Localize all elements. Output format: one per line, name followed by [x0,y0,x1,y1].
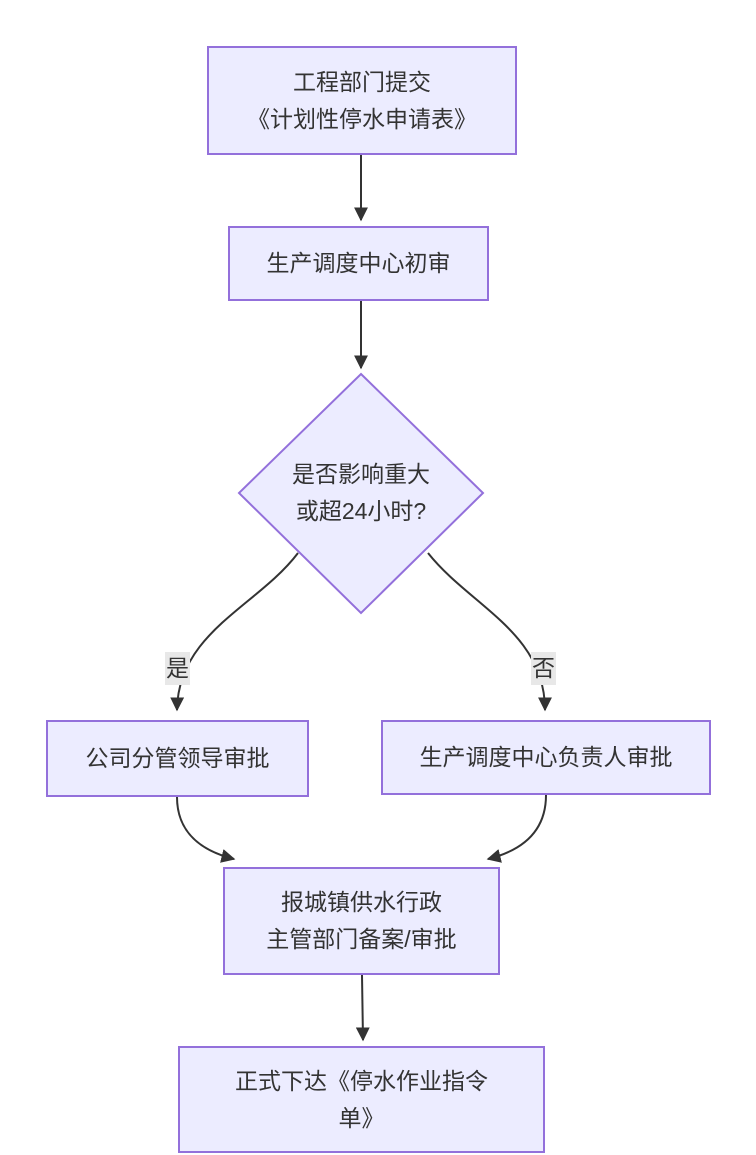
node-text-line: 或超24小时? [295,498,427,524]
edge-decision-no [427,552,552,712]
node-decision-text: 是否影响重大 或超24小时? [241,454,481,532]
node-submit-application: 工程部门提交 《计划性停水申请表》 [207,46,517,155]
edge-label-yes: 是 [165,652,190,685]
node-text-line: 生产调度中心初审 [266,250,451,276]
node-text-line: 是否影响重大 [292,461,430,487]
node-issue-order: 正式下达《停水作业指令 单》 [178,1046,545,1153]
edge-report-to-issue [355,974,370,1042]
node-initial-review: 生产调度中心初审 [228,226,489,301]
node-text-line: 《计划性停水申请表》 [247,105,477,132]
node-text-line: 单》 [338,1104,385,1131]
node-report-filing: 报城镇供水行政 主管部门备案/审批 [223,867,500,975]
decision-diamond-shape [237,372,485,615]
node-text-line: 生产调度中心负责人审批 [419,744,673,770]
edge-head-to-report [486,794,547,863]
node-leader-approval: 公司分管领导审批 [46,720,309,797]
node-text-line: 公司分管领导审批 [85,745,270,771]
node-text-line: 正式下达《停水作业指令 [235,1067,488,1094]
edge-label-no: 否 [531,652,556,685]
node-text-line: 工程部门提交 [293,68,431,95]
edge-decision-yes [170,552,299,712]
node-center-head-approval: 生产调度中心负责人审批 [381,720,711,795]
node-text-line: 报城镇供水行政 [281,889,442,915]
node-text-line: 主管部门备案/审批 [266,926,457,952]
edge-leader-to-report [176,796,236,863]
